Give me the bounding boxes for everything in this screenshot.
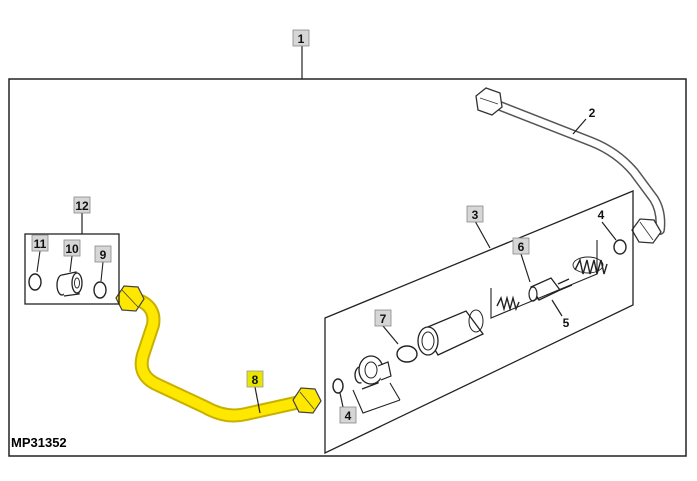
callout-4-left[interactable]: 4: [339, 392, 357, 424]
pipe-2[interactable]: [475, 87, 666, 244]
callout-10[interactable]: 10: [63, 239, 81, 273]
callout-8[interactable]: 8: [246, 370, 264, 414]
callout-11[interactable]: 11: [31, 234, 49, 273]
callout-3[interactable]: 3: [466, 205, 491, 249]
callout-4-left-label: 4: [345, 409, 352, 423]
callout-9[interactable]: 9: [94, 245, 112, 282]
fitting-10[interactable]: [56, 271, 83, 297]
callout-5-label: 5: [563, 316, 570, 330]
spring-large[interactable]: [572, 256, 608, 275]
nozzle-subassembly-panel: [324, 190, 634, 455]
callout-2[interactable]: 2: [572, 106, 596, 135]
callout-8-label: 8: [252, 373, 259, 387]
callout-7-label: 7: [380, 312, 387, 326]
callout-5-bracket[interactable]: 5: [490, 240, 598, 330]
spring-small[interactable]: [496, 295, 520, 312]
callout-9-label: 9: [100, 248, 107, 262]
pipe-8-highlighted[interactable]: [115, 285, 322, 423]
callout-3-label: 3: [472, 208, 479, 222]
callout-6-label: 6: [518, 240, 525, 254]
callout-10-label: 10: [65, 242, 79, 256]
o-ring-7[interactable]: [396, 345, 418, 363]
pipe-8-left-nut: [115, 285, 145, 312]
callout-1-label: 1: [298, 32, 305, 46]
nozzle-sleeve[interactable]: [417, 309, 484, 356]
pipe-2-bottom-nut: [631, 218, 662, 244]
pipe-2-top-nut: [475, 87, 503, 116]
callout-11-label: 11: [34, 237, 47, 251]
valve-6[interactable]: [528, 277, 573, 302]
o-ring-4-right[interactable]: [613, 239, 627, 255]
callout-4-right[interactable]: 4: [598, 208, 617, 241]
connector-fitting[interactable]: [354, 355, 392, 390]
callout-12[interactable]: 12: [73, 196, 91, 234]
callout-6[interactable]: 6: [512, 237, 531, 283]
assembly-frame: [8, 78, 687, 457]
callout-12-label: 12: [75, 199, 89, 213]
callout-4-right-label: 4: [598, 208, 605, 222]
kit-box-12: [24, 233, 120, 305]
callout-1[interactable]: 1: [292, 29, 310, 79]
callout-2-label: 2: [589, 106, 596, 120]
connector-bracket: [352, 382, 401, 414]
reference-code: MP31352: [11, 435, 67, 450]
pipe-8-right-nut: [292, 387, 322, 414]
o-ring-11[interactable]: [28, 273, 42, 291]
o-ring-9[interactable]: [93, 281, 107, 299]
o-ring-4-left[interactable]: [332, 378, 344, 394]
callout-7[interactable]: 7: [374, 309, 399, 345]
